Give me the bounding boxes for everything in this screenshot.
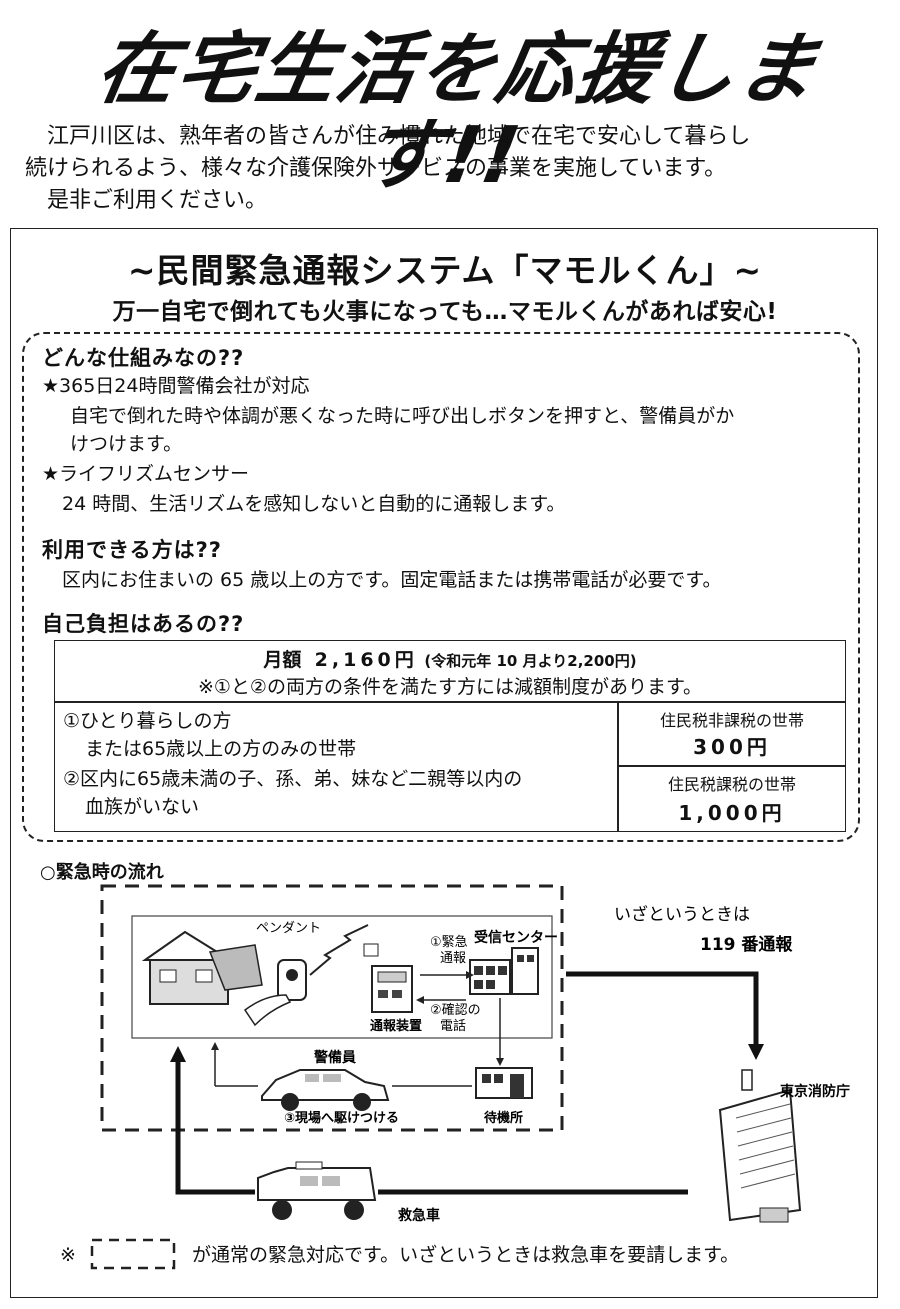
receiving-center-label: 受信センター [474, 929, 558, 946]
guard-label: 警備員 [314, 1049, 356, 1066]
standby-station-icon [475, 1067, 533, 1099]
feature-sensor-title: ★ライフリズムセンサー [42, 463, 250, 485]
cost-table: 月額 2,160円 (令和元年 10 月より2,200円) ※①と②の両方の条件… [54, 640, 846, 832]
intro-line-1: 江戸川区は、熟年者の皆さんが住み慣れた地域で在宅で安心して暮らし [47, 124, 751, 149]
legend-dashed-box [90, 1238, 176, 1270]
intro-line-3: 是非ご利用ください。 [47, 188, 268, 213]
pendant-label: ペンダント [256, 921, 321, 936]
signal-icon [309, 924, 369, 976]
info-panel [22, 332, 860, 842]
table-divider [55, 701, 845, 703]
footer-text: が通常の緊急対応です。いざというときは救急車を要請します。 [191, 1244, 740, 1266]
reporting-device-icon [363, 943, 413, 1013]
system-heading: ~民間緊急通報システム「マモルくん」~ [127, 251, 763, 290]
tier-2-label: 住民税課税の世帯 [667, 775, 796, 794]
monthly-note: (令和元年 10 月より2,200円) [424, 652, 637, 670]
condition-1-line-2: または65歳以上の方のみの世帯 [85, 738, 357, 760]
content-frame [10, 228, 878, 1298]
reporting-device-label: 通報装置 [370, 1018, 422, 1034]
house-icon [141, 930, 263, 1005]
rush-to-scene-label: ③現場へ駆けつける [284, 1110, 399, 1126]
confirm-call-label-2: 電話 [440, 1018, 466, 1034]
ambulance-icon [257, 1161, 377, 1220]
feature-24h-body-1: 自宅で倒れた時や体調が悪くなった時に呼び出しボタンを押すと、警備員がか [70, 405, 735, 427]
pendant-icon [243, 959, 307, 1027]
footer-note: ※ が通常の緊急対応です。いざというときは救急車を要請します。 [60, 1240, 739, 1267]
feature-24h-body-2: けつけます。 [70, 433, 183, 455]
tier-1-amount: 300円 [693, 735, 771, 759]
home-system-box [131, 915, 553, 1039]
standby-station-label: 待機所 [483, 1110, 523, 1126]
monthly-amount: 2,160円 [314, 649, 418, 671]
ambulance-label: 救急車 [398, 1207, 440, 1224]
condition-2-line-2: 血族がいない [85, 796, 200, 818]
intro-line-2: 続けられるよう、様々な介護保険外サービスの事業を実施しています。 [25, 156, 727, 181]
tier-2-amount: 1,000円 [678, 801, 786, 825]
receiving-center-icon [469, 947, 539, 995]
how-it-works-heading: どんな仕組みなの?? [42, 346, 245, 370]
footer-prefix: ※ [60, 1244, 76, 1266]
in-case-label-1: いざというときは [614, 904, 750, 925]
monthly-fee-row: 月額 2,160円 (令和元年 10 月より2,200円) [55, 645, 845, 672]
flow-title: ○緊急時の流れ [40, 862, 164, 883]
reduction-note: ※①と②の両方の条件を満たす方には減額制度があります。 [197, 676, 703, 698]
monthly-label: 月額 [263, 649, 302, 671]
feature-sensor-body: 24 時間、生活リズムを感知しないと自動的に通報します。 [62, 493, 566, 515]
system-tagline: 万一自宅で倒れても火事になっても…マモルくんがあれば安心! [112, 299, 778, 325]
in-case-label-2: 119 番通報 [700, 934, 793, 955]
emergency-call-label-2: 通報 [440, 951, 466, 966]
eligibility-heading: 利用できる方は?? [42, 538, 222, 562]
tier-1-label: 住民税非課税の世帯 [659, 711, 804, 730]
normal-response-boundary [100, 884, 564, 1132]
eligibility-body: 区内にお住まいの 65 歳以上の方です。固定電話または携帯電話が必要です。 [62, 569, 722, 591]
table-divider [617, 765, 845, 767]
fire-department-icon [718, 1069, 802, 1223]
feature-24h-title: ★365日24時間警備会社が対応 [42, 375, 310, 397]
confirm-call-label-1: ②確認の [430, 1002, 481, 1018]
guard-car-icon [261, 1069, 390, 1111]
condition-1-line-1: ①ひとり暮らしの方 [63, 710, 232, 732]
condition-2-line-1: ②区内に65歳未満の子、孫、弟、妹など二親等以内の [63, 768, 523, 790]
cost-heading: 自己負担はあるの?? [42, 612, 245, 636]
emergency-call-label-1: ①緊急 [430, 935, 468, 950]
fire-department-label: 東京消防庁 [780, 1083, 850, 1100]
